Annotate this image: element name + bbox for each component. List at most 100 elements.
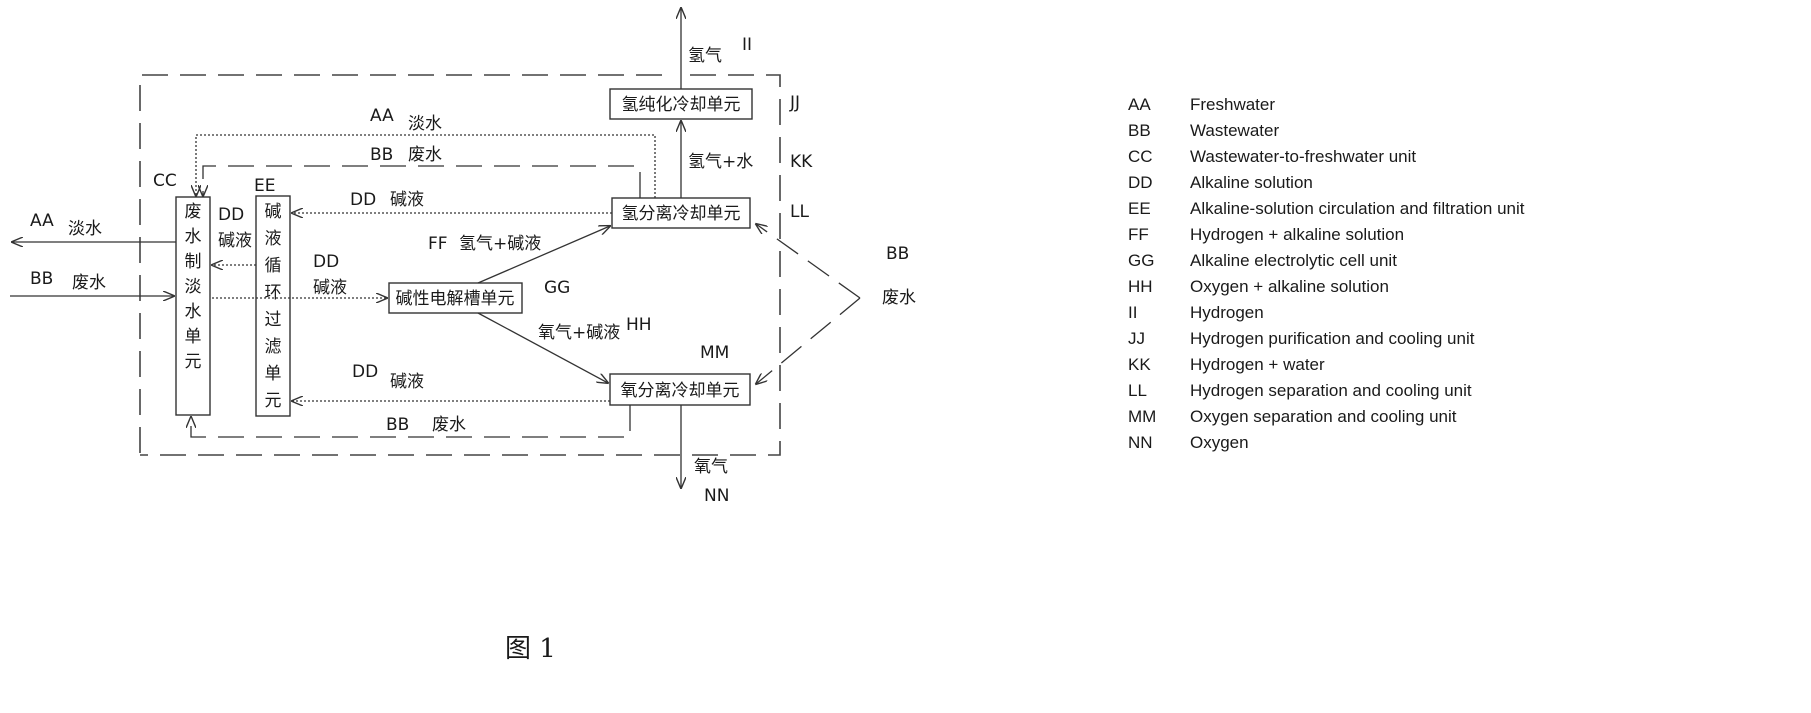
legend-text: Oxygen + alkaline solution — [1190, 277, 1389, 297]
unit-char: 元 — [185, 352, 202, 372]
legend-text: Hydrogen purification and cooling unit — [1190, 329, 1474, 349]
flow-wastewater-right-ll — [756, 224, 860, 298]
label-aa-left-cn: 淡水 — [68, 219, 102, 239]
mm-unit-box: 氧分离冷却单元 — [610, 374, 750, 405]
unit-char: 制 — [185, 252, 202, 272]
gg-unit-box: 碱性电解槽单元 — [389, 283, 522, 313]
legend-row: BBWastewater — [1128, 118, 1788, 144]
legend-text: Oxygen separation and cooling unit — [1190, 407, 1457, 427]
unit-char: 水 — [185, 302, 202, 322]
legend-code: JJ — [1128, 329, 1190, 349]
label-dd-left: DD — [218, 205, 244, 225]
label-bb-right-cn: 废水 — [882, 288, 916, 308]
label-dd-bottom-cn: 碱液 — [390, 372, 424, 392]
mm-unit-text: 氧分离冷却单元 — [621, 381, 740, 401]
label-ff: FF — [428, 234, 448, 254]
legend-text: Hydrogen — [1190, 303, 1264, 323]
label-ii: II — [742, 35, 752, 55]
unit-char: 淡 — [185, 277, 202, 297]
label-jj: JJ — [789, 93, 800, 113]
legend-row: JJHydrogen purification and cooling unit — [1128, 326, 1788, 352]
legend-text: Alkaline electrolytic cell unit — [1190, 251, 1397, 271]
legend-row: AAFreshwater — [1128, 92, 1788, 118]
label-aa-top: AA — [370, 106, 394, 126]
legend-code: AA — [1128, 95, 1190, 115]
legend-row: EEAlkaline-solution circulation and filt… — [1128, 196, 1788, 222]
label-ll: LL — [790, 202, 809, 222]
label-kk-cn: 氢气+水 — [688, 152, 753, 172]
label-bb-top: BB — [370, 145, 393, 165]
label-hh-cn: 氧气+碱液 — [538, 323, 620, 343]
unit-char: 滤 — [265, 337, 282, 357]
legend-row: GGAlkaline electrolytic cell unit — [1128, 248, 1788, 274]
unit-char: 单 — [185, 327, 202, 347]
legend-code: II — [1128, 303, 1190, 323]
legend-code: BB — [1128, 121, 1190, 141]
label-bb-bottom-cn: 废水 — [432, 415, 466, 435]
unit-char: 碱 — [265, 202, 282, 222]
label-bb-left-cn: 废水 — [72, 273, 106, 293]
legend-text: Hydrogen + water — [1190, 355, 1325, 375]
unit-char: 元 — [265, 391, 282, 411]
label-mm: MM — [700, 343, 729, 363]
label-kk: KK — [790, 152, 813, 172]
legend-code: CC — [1128, 147, 1190, 167]
legend-text: Oxygen — [1190, 433, 1249, 453]
unit-char: 废 — [185, 202, 202, 222]
label-nn-cn: 氧气 — [694, 457, 728, 477]
unit-char: 循 — [265, 256, 282, 276]
legend-row: IIHydrogen — [1128, 300, 1788, 326]
legend: AAFreshwaterBBWastewaterCCWastewater-to-… — [1128, 92, 1788, 456]
unit-char: 水 — [185, 227, 202, 247]
legend-row: CCWastewater-to-freshwater unit — [1128, 144, 1788, 170]
label-gg: GG — [544, 278, 570, 298]
legend-code: DD — [1128, 173, 1190, 193]
unit-char: 过 — [265, 310, 282, 330]
cc-unit-text: 废水制淡水单元 — [185, 202, 202, 372]
legend-row: LLHydrogen separation and cooling unit — [1128, 378, 1788, 404]
legend-code: KK — [1128, 355, 1190, 375]
legend-text: Hydrogen separation and cooling unit — [1190, 381, 1472, 401]
label-dd-mid-cn: 碱液 — [313, 278, 347, 298]
legend-text: Wastewater — [1190, 121, 1279, 141]
label-ff-cn: 氢气+碱液 — [459, 234, 541, 254]
legend-code: MM — [1128, 407, 1190, 427]
flow-wastewater-right-mm — [756, 298, 860, 384]
label-bb-bottom: BB — [386, 415, 409, 435]
legend-row: MMOxygen separation and cooling unit — [1128, 404, 1788, 430]
legend-row: DDAlkaline solution — [1128, 170, 1788, 196]
label-aa-top-cn: 淡水 — [408, 114, 442, 134]
label-dd-ll-cn: 碱液 — [390, 190, 424, 210]
legend-code: HH — [1128, 277, 1190, 297]
legend-code: FF — [1128, 225, 1190, 245]
legend-row: NNOxygen — [1128, 430, 1788, 456]
unit-char: 环 — [265, 283, 282, 303]
figure-caption: 图 1 — [505, 628, 556, 665]
jj-unit-box: 氢纯化冷却单元 — [610, 89, 752, 119]
legend-code: NN — [1128, 433, 1190, 453]
ll-unit-box: 氢分离冷却单元 — [612, 198, 750, 228]
jj-unit-text: 氢纯化冷却单元 — [622, 95, 741, 115]
cc-unit-box: 废水制淡水单元 — [176, 197, 210, 415]
legend-text: Hydrogen + alkaline solution — [1190, 225, 1404, 245]
legend-text: Freshwater — [1190, 95, 1275, 115]
legend-row: HHOxygen + alkaline solution — [1128, 274, 1788, 300]
label-dd-mid: DD — [313, 252, 339, 272]
label-bb-right: BB — [886, 244, 909, 264]
label-ee: EE — [254, 176, 275, 196]
gg-unit-text: 碱性电解槽单元 — [396, 289, 515, 309]
unit-char: 单 — [265, 364, 282, 384]
legend-text: Alkaline-solution circulation and filtra… — [1190, 199, 1525, 219]
ll-unit-text: 氢分离冷却单元 — [622, 204, 741, 224]
ee-unit-box: 碱液循环过滤单元 — [256, 196, 290, 416]
label-nn: NN — [704, 486, 729, 506]
label-dd-left-cn: 碱液 — [218, 231, 252, 251]
legend-code: EE — [1128, 199, 1190, 219]
label-dd-ll: DD — [350, 190, 376, 210]
unit-char: 液 — [265, 229, 282, 249]
label-hh: HH — [626, 315, 652, 335]
label-bb-top-cn: 废水 — [408, 145, 442, 165]
legend-code: LL — [1128, 381, 1190, 401]
label-aa-left: AA — [30, 211, 54, 231]
legend-row: FFHydrogen + alkaline solution — [1128, 222, 1788, 248]
